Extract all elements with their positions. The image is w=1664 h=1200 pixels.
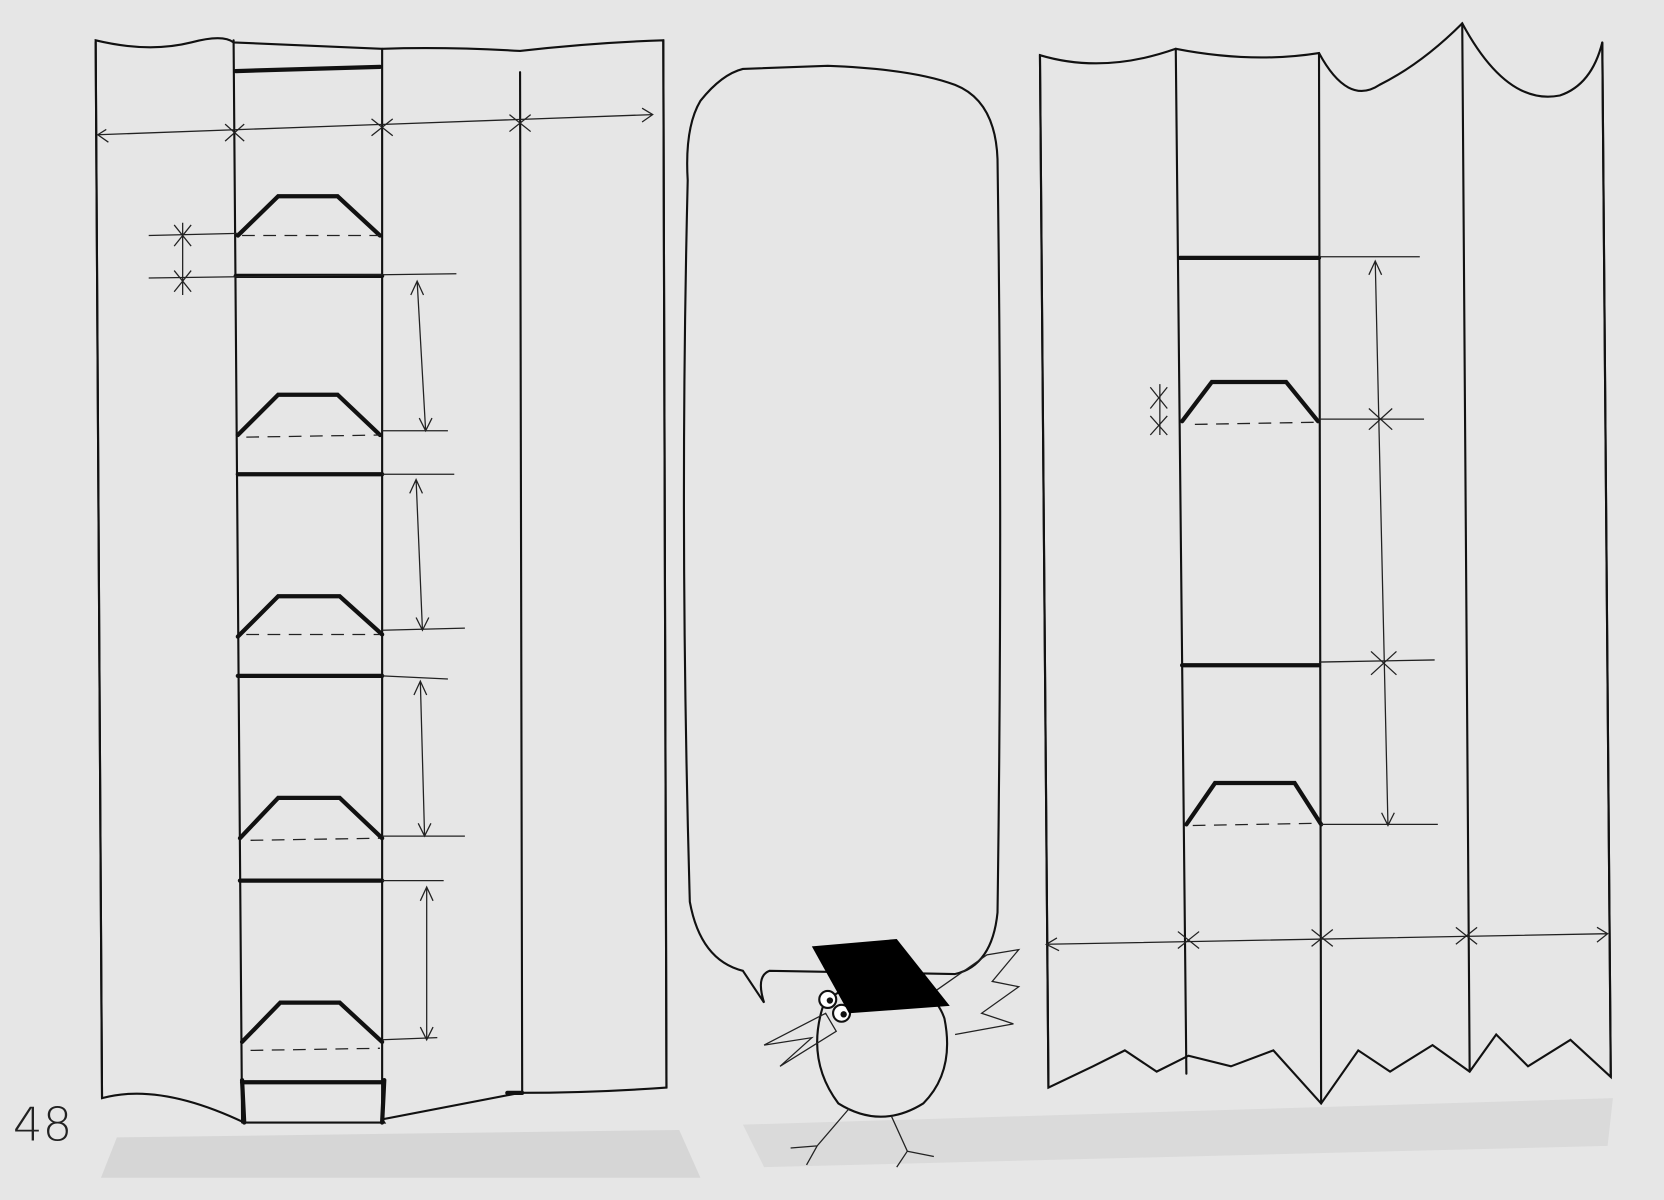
bird-pupil bbox=[840, 1011, 847, 1018]
dimension-arrow bbox=[419, 885, 434, 1042]
page-number: 48 bbox=[13, 1099, 72, 1153]
bird-pupil bbox=[826, 997, 834, 1004]
post-foot bbox=[239, 1077, 525, 1125]
mortarboard-hat bbox=[811, 938, 950, 1014]
dimension-tick bbox=[1177, 926, 1478, 950]
left-vline-4 bbox=[519, 71, 524, 1094]
right-vline-4 bbox=[1461, 22, 1471, 1073]
dashed-baseline bbox=[250, 837, 381, 841]
left-vline-1 bbox=[94, 41, 104, 1100]
right-vline-2 bbox=[1174, 47, 1188, 1075]
right-vline-5 bbox=[1601, 41, 1612, 1078]
floor-shadow-left bbox=[100, 1129, 701, 1178]
left-vline-2 bbox=[232, 39, 244, 1124]
right-paper bbox=[1038, 21, 1612, 1106]
trapezoid-shape bbox=[239, 1000, 385, 1045]
dashed-baseline bbox=[1194, 421, 1316, 426]
dimension-arrow bbox=[96, 107, 654, 143]
dashed-baseline bbox=[250, 1047, 381, 1052]
dimension-arrow bbox=[409, 478, 430, 632]
right-vline-1 bbox=[1038, 54, 1050, 1089]
left-vline-5 bbox=[662, 39, 668, 1089]
tread-line bbox=[233, 64, 383, 74]
dashed-baseline bbox=[1192, 822, 1316, 827]
bird-beak bbox=[763, 1012, 838, 1067]
dimension-arrow bbox=[413, 679, 432, 838]
trapezoid-shape bbox=[1184, 780, 1324, 827]
right-vline-3 bbox=[1317, 51, 1323, 1105]
bird-legs bbox=[790, 1108, 934, 1168]
dimension-tick bbox=[1368, 408, 1397, 676]
dashed-baseline bbox=[246, 434, 381, 438]
bird-tail bbox=[933, 948, 1021, 1036]
dimension-tick bbox=[224, 114, 532, 142]
left-elevation-drawing bbox=[94, 37, 668, 1125]
right-elevation-drawing bbox=[1038, 21, 1612, 1106]
trapezoid-shape bbox=[235, 392, 383, 438]
left-paper bbox=[94, 37, 668, 1124]
trapezoid-shape bbox=[1180, 379, 1321, 424]
extension-line bbox=[148, 232, 465, 1041]
dimension-arrow bbox=[1368, 259, 1395, 827]
dimension-arrow bbox=[1149, 384, 1168, 436]
speech-bubble bbox=[682, 64, 1002, 1004]
floor-shadow-right bbox=[742, 1098, 1613, 1168]
dimension-arrow bbox=[1045, 926, 1609, 952]
trapezoid-shape bbox=[235, 194, 383, 238]
dimension-arrow bbox=[173, 222, 192, 295]
trapezoid-shape bbox=[235, 594, 385, 639]
trapezoid-shape bbox=[237, 795, 385, 841]
extension-line bbox=[1318, 256, 1438, 826]
dimension-arrow bbox=[410, 279, 433, 433]
bird-professor-illustration bbox=[763, 938, 1021, 1168]
